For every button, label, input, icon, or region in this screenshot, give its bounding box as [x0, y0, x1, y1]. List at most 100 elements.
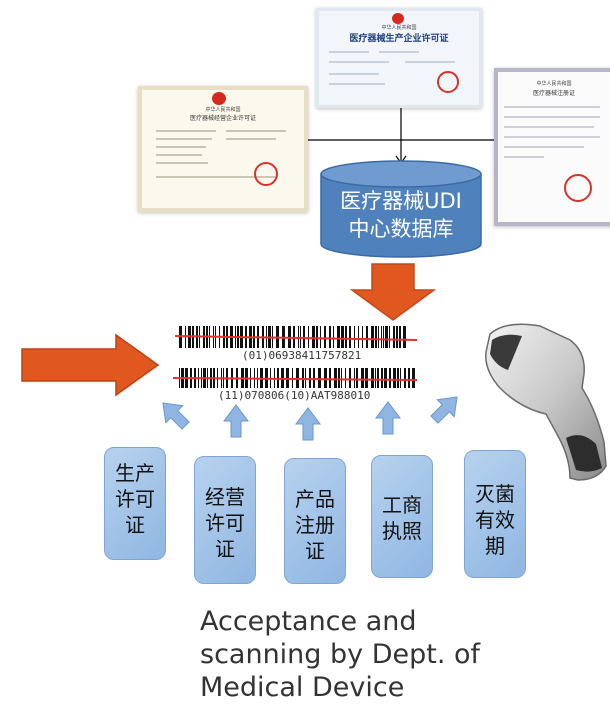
barcode-bar: [389, 368, 391, 388]
barcode-bar: [334, 368, 337, 388]
caption: Acceptance and scanning by Dept. of Medi…: [200, 605, 600, 704]
national-emblem-icon: [392, 13, 404, 24]
certificate-heading: 中华人民共和国: [381, 25, 417, 31]
barcode-bar: [377, 368, 379, 388]
certificate-heading: 中华人民共和国: [205, 107, 241, 113]
barcode-bar: [358, 326, 359, 348]
registration-certificate: 中华人民共和国 医疗器械注册证: [494, 68, 610, 226]
barcode-bar: [349, 326, 351, 348]
sterilization-validity-label: 灭菌 有效 期: [475, 482, 515, 558]
barcode-bar: [296, 368, 299, 388]
barcode-bar: [300, 326, 301, 348]
blue-arrow-icon: [223, 404, 249, 438]
barcode-bar: [312, 326, 315, 348]
official-stamp-icon: [437, 71, 459, 93]
barcode-bar: [329, 368, 331, 388]
barcode-bar: [371, 368, 374, 388]
barcode-bar: [337, 326, 340, 348]
certificate-heading: 中华人民共和国: [536, 81, 572, 87]
barcode-bar: [412, 368, 415, 388]
barcode-bar: [324, 326, 326, 348]
production-license-label: 生产 许可 证: [115, 461, 155, 537]
barcode-bar: [316, 326, 318, 348]
barcode-number-primary: (01)06938411757821: [242, 349, 362, 362]
barcode-bar: [305, 368, 306, 388]
database-label-line1: 医疗器械UDI: [340, 189, 462, 213]
barcode-bar: [333, 326, 334, 348]
database-label-line2: 中心数据库: [348, 217, 454, 241]
business-registration-box: 工商 执照: [371, 455, 433, 578]
product-registration-label: 产品 注册 证: [295, 487, 335, 563]
barcode-bar: [341, 368, 342, 388]
business-license-label: 经营 许可 证: [205, 485, 245, 561]
barcode-bar: [400, 368, 401, 388]
barcode-bar: [375, 326, 377, 348]
barcode-bar: [320, 326, 321, 348]
barcode-bar: [389, 326, 390, 348]
barcode-bar: [384, 368, 387, 388]
blue-arrow-icon: [162, 402, 190, 430]
barcode-bar: [375, 368, 376, 388]
barcode-bar: [318, 368, 321, 388]
barcode-bar: [404, 368, 406, 388]
business-registration-label: 工商 执照: [382, 493, 422, 543]
business-license-box: 经营 许可 证: [194, 456, 256, 584]
barcode-bar: [298, 326, 299, 348]
barcode-bar: [378, 326, 379, 348]
barcode-bar: [393, 368, 396, 388]
barcode-bar: [399, 326, 401, 348]
barcode-bar: [345, 368, 346, 388]
barcode-bar: [329, 326, 331, 348]
barcode-scanner-icon: [485, 323, 607, 481]
barcode-bar: [362, 326, 363, 348]
barcode-bar: [302, 368, 304, 388]
caption-line1: Acceptance and: [200, 606, 417, 637]
barcode-bar: [408, 368, 410, 388]
database-cylinder: [320, 160, 482, 258]
barcode-bar: [365, 368, 368, 388]
barcode-bar: [356, 368, 358, 388]
barcode-bar: [308, 326, 309, 348]
certificate-title: 医疗器械生产企业许可证: [349, 34, 449, 44]
certificate-title: 医疗器械注册证: [532, 90, 575, 97]
sterilization-validity-box: 灭菌 有效 期: [464, 450, 526, 578]
barcode-bar: [338, 368, 340, 388]
right-arrow-icon: [21, 333, 160, 397]
barcode-number-secondary: (11)070806(10)AAT988010: [218, 389, 371, 402]
blue-arrow-icon: [295, 407, 321, 441]
strike-line: [174, 335, 418, 341]
production-license-certificate: 中华人民共和国 医疗器械生产企业许可证: [316, 8, 482, 108]
caption-line2: scanning by Dept. of: [200, 639, 481, 670]
barcode-bar: [361, 368, 364, 388]
barcode-bar: [397, 368, 399, 388]
barcode-bar: [393, 326, 395, 348]
barcode-bar: [383, 326, 384, 348]
barcode-bar: [366, 326, 368, 348]
barcode-bar: [341, 326, 344, 348]
caption-line3: Medical Device: [200, 672, 405, 703]
product-registration-box: 产品 注册 证: [284, 458, 346, 584]
official-stamp-icon: [254, 162, 278, 186]
national-emblem-icon: [212, 92, 226, 105]
barcode-bar: [385, 326, 388, 348]
barcode-bar: [324, 368, 327, 388]
barcode-bar: [371, 326, 374, 348]
barcode-bar: [381, 368, 383, 388]
blue-arrow-icon: [430, 396, 458, 424]
barcode-bar: [309, 368, 311, 388]
blue-arrow-icon: [375, 401, 401, 435]
barcode-bar: [303, 326, 305, 348]
business-license-certificate: 中华人民共和国 医疗器械经营企业许可证: [138, 86, 308, 212]
certificate-title: 医疗器械经营企业许可证: [189, 115, 256, 122]
udi-barcode-label: [172, 326, 418, 388]
strike-line: [172, 377, 418, 381]
official-stamp-icon: [564, 174, 592, 202]
barcode-bar: [381, 326, 382, 348]
barcode-bar: [354, 368, 355, 388]
production-license-box: 生产 许可 证: [104, 447, 166, 560]
barcode-bar: [313, 368, 315, 388]
barcode-bar: [403, 326, 406, 348]
down-arrow-icon: [350, 263, 436, 321]
barcode-bar: [345, 326, 347, 348]
